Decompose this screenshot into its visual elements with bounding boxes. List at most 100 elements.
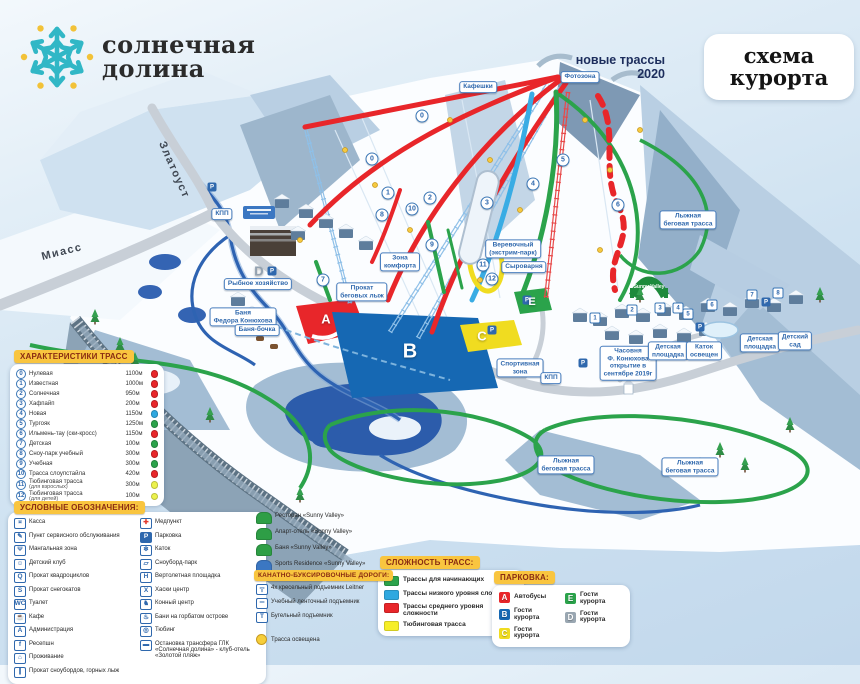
new-trails-year: 2020 <box>637 67 665 82</box>
trail-number: 10 <box>16 469 26 479</box>
parking-item: A Автобусы <box>499 592 557 603</box>
legend-title: УСЛОВНЫЕ ОБОЗНАЧЕНИЯ: <box>14 501 145 514</box>
trail-name: Тюбинговая трасса(для детей) <box>29 490 83 502</box>
difficulty-item: Тюбинговая трасса <box>384 620 518 631</box>
trail-lights <box>297 117 643 283</box>
legend-item: ❄ Каток <box>140 545 260 556</box>
trail-number-marker: 5 <box>556 153 570 167</box>
trail-difficulty-dot <box>150 492 158 500</box>
trail-number-marker: 6 <box>611 198 625 212</box>
trail-difficulty-dot <box>150 420 158 428</box>
ropeway-item-icon: ╦ <box>256 584 268 595</box>
legend-item-icon: ❄ <box>140 545 152 556</box>
resort-logo: солнечная долина <box>20 20 255 94</box>
ropeway-item-label: Бугельный подъемник <box>271 613 333 619</box>
trail-number-marker: 1 <box>381 186 395 200</box>
parking-zone-label: Гости курорта <box>514 607 540 621</box>
legend-item: f Ресепшн <box>14 639 134 651</box>
legend-item-label: Ресепшн <box>29 640 54 647</box>
parking-zone-label: Гости курорта <box>580 591 606 605</box>
trail-spec-row: 0 Нулевая 1100м <box>16 369 158 379</box>
trail-length: 300м <box>125 481 140 488</box>
trail-number-marker: 4 <box>526 177 540 191</box>
ropeway-item-label: 4х кресельный подъемник Leitner <box>271 585 365 591</box>
legend-item-icon: S <box>14 585 26 597</box>
legend-item-label: Вертолетная площадка <box>155 573 221 579</box>
trail-length: 300м <box>125 451 140 457</box>
difficulty-color-swatch <box>384 589 399 600</box>
trail-name: Новая <box>29 411 47 417</box>
trail-length: 1100м <box>125 371 143 377</box>
map-callout-label: Спортивная зона <box>496 358 544 378</box>
parking-zone-badge: A <box>499 592 510 603</box>
trail-name: Сноу-парк учебный <box>29 451 83 457</box>
legend-item: ∥ Прокат сноубордов, горных лыж <box>14 666 134 678</box>
cottage-number-marker: 2 <box>626 304 638 316</box>
resort-sign-label: Баня «Sunny Valley» <box>275 545 332 551</box>
trail-specs-panel: 0 Нулевая 1100м 1 Известная 1000м 2 Солн… <box>10 364 164 506</box>
trail-difficulty-dot <box>150 400 158 408</box>
legend-item: ◎ Тюбинг <box>140 626 260 637</box>
resort-sign-icon <box>256 528 272 540</box>
resort-sign-item: Ресторан «Sunny Valley» <box>256 512 368 524</box>
trail-number-marker: 3 <box>480 196 494 210</box>
map-callout-label: Баня-бочка <box>234 324 280 336</box>
trail-name: Хафпайп <box>29 401 55 407</box>
logo-text: солнечная долина <box>102 29 256 82</box>
legend-item-label: Туалет <box>29 600 48 606</box>
trail-number: 2 <box>16 389 26 399</box>
legend-item-icon: A <box>14 626 26 637</box>
legend-item: ✎ Пункт сервисного обслуживания <box>14 531 134 543</box>
lamp-icon <box>256 634 267 645</box>
trail-spec-row: 6 Ильмень-тау (ски-кросс) 1150м <box>16 429 158 439</box>
parking-zone-letter: A <box>321 311 331 327</box>
legend-item: ▱ Сноуборд-парк <box>140 558 260 570</box>
legend-item-icon: ▬ <box>140 639 152 651</box>
legend-item-label: Прокат квадроциклов <box>29 573 90 579</box>
legend-item-icon: ✎ <box>14 531 26 543</box>
parking-p-icon: P <box>761 297 771 307</box>
legend-item: Ψ Мангальная зона <box>14 545 134 556</box>
trail-name: Известная <box>29 381 59 387</box>
map-callout-label: Фотозона <box>560 71 600 83</box>
trail-length: 1150м <box>125 411 143 417</box>
logo-line1: солнечная <box>102 29 256 59</box>
legend-item-label: Парковка <box>155 532 182 539</box>
legend-item-label: Касса <box>29 519 46 525</box>
parking-zone-label: Гости курорта <box>514 625 540 640</box>
trail-number: 4 <box>16 409 26 419</box>
legend-item-label: Конный центр <box>155 600 194 606</box>
legend-item: A Администрация <box>14 626 134 637</box>
legend-item-icon: ♨ <box>140 612 152 624</box>
map-callout-label: Баня Федора Конюхова <box>209 307 277 327</box>
legend-item-icon: ☕ <box>14 612 26 624</box>
parking-zone-badge: E <box>565 593 576 605</box>
legend-item-label: Медпункт <box>155 519 182 525</box>
cottage-number-marker: 8 <box>772 287 784 299</box>
legend-item-label: Сноуборд-парк <box>155 559 198 566</box>
trail-number: 8 <box>16 449 26 459</box>
legend-item-label: Бани на горбатом острове <box>155 613 229 620</box>
ropeway-item: ╦ 4х кресельный подъемник Leitner <box>256 584 368 595</box>
legend-item-label: Администрация <box>29 627 74 633</box>
trail-number-marker: 12 <box>485 272 499 286</box>
resort-sign-icon <box>256 512 272 524</box>
difficulty-label: Трассы низкого уровня сложности <box>403 589 516 597</box>
trail-length: 300м <box>125 461 140 467</box>
trail-difficulty-dot <box>150 440 158 448</box>
parking-p-icon: P <box>207 182 217 192</box>
trail-spec-row: 2 Солнечная 950м <box>16 389 158 399</box>
trail-name: Тюбинговая трасса(для взрослых) <box>29 479 83 490</box>
difficulty-color-swatch <box>384 603 399 613</box>
map-callout-label: КПП <box>540 372 562 384</box>
trail-name: Учебная <box>29 461 53 467</box>
parking-item: E Гости курорта <box>565 591 623 606</box>
trail-name: Трасса слоупстайла <box>29 471 86 477</box>
trail-name: Солнечная <box>29 391 60 397</box>
trail-spec-row: 7 Детская 100м <box>16 439 158 449</box>
parking-item: B Гости курорта <box>499 607 557 622</box>
map-callout-label: Прокат беговых лыж <box>336 282 388 302</box>
trail-number-marker: 10 <box>405 202 419 216</box>
legend-item-icon: ✚ <box>140 518 152 529</box>
parking-zone-label: Автобусы <box>514 593 547 601</box>
